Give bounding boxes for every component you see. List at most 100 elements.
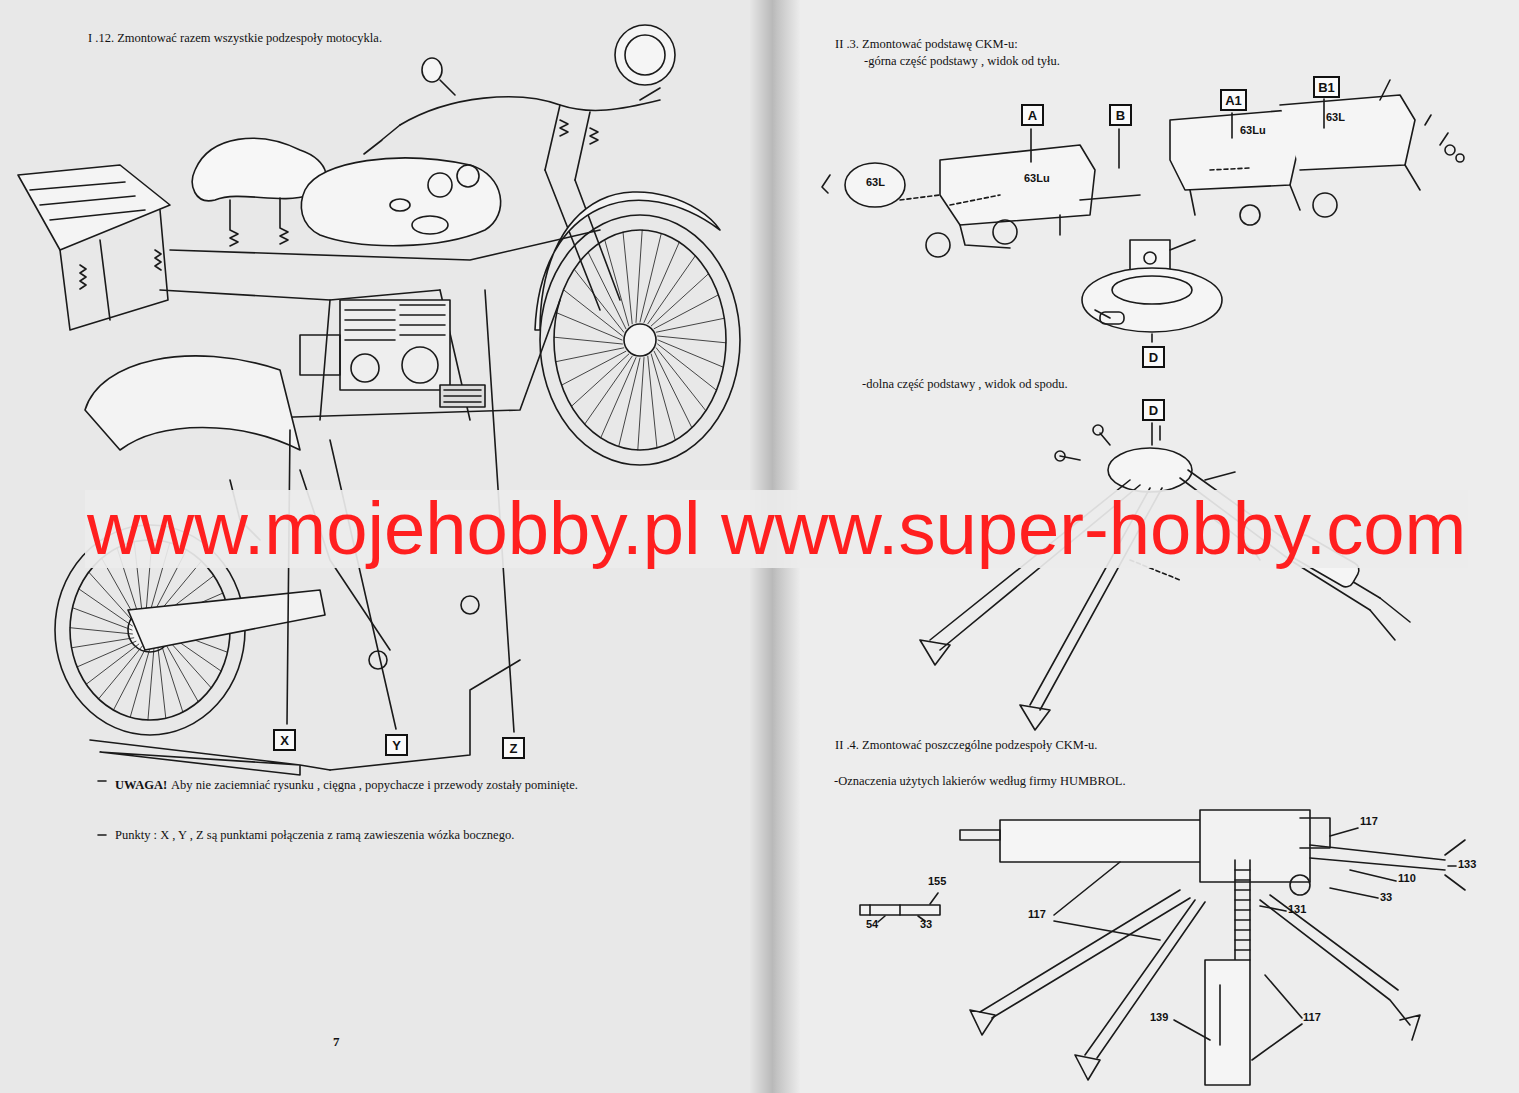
gun-mount-upper bbox=[1170, 240, 1195, 250]
machine-gun-drawing bbox=[980, 890, 1190, 1018]
reference-box: D bbox=[1142, 399, 1165, 421]
callout-number: 155 bbox=[928, 875, 946, 889]
wheel-spokes bbox=[654, 295, 718, 329]
part-number: 63L bbox=[1326, 111, 1345, 125]
motorcycle-drawing bbox=[624, 324, 656, 356]
wheel-spokes bbox=[556, 348, 624, 362]
motorcycle-drawing bbox=[18, 165, 170, 250]
callout-number: 110 bbox=[1398, 872, 1416, 886]
leader-line bbox=[1054, 862, 1160, 940]
wheel-spokes bbox=[623, 232, 632, 324]
box-letter: A bbox=[1028, 109, 1037, 122]
motorcycle-drawing bbox=[390, 199, 410, 211]
motorcycle-drawing bbox=[18, 25, 740, 775]
leader-line bbox=[878, 916, 885, 922]
wheel-spokes bbox=[148, 648, 154, 720]
motorcycle-drawing bbox=[400, 97, 660, 125]
bullet-dash bbox=[98, 781, 106, 835]
callout-number: 117 bbox=[1360, 815, 1378, 829]
wheel-spokes bbox=[574, 269, 624, 332]
gun-mount-upper bbox=[1100, 312, 1124, 324]
motorcycle-drawing bbox=[30, 182, 145, 220]
wheel-spokes bbox=[164, 641, 198, 702]
part-number: 63Lu bbox=[1024, 172, 1050, 186]
leader-line bbox=[287, 430, 290, 724]
leader-line bbox=[1174, 1020, 1210, 1040]
motorcycle-drawing bbox=[128, 590, 325, 650]
wheel-spokes bbox=[658, 336, 726, 343]
wheel-spokes bbox=[158, 646, 166, 718]
machine-gun-drawing bbox=[1300, 818, 1330, 848]
motorcycle-drawing bbox=[535, 192, 720, 330]
note-text: Punkty : X , Y , Z są punktami połączeni… bbox=[115, 828, 514, 844]
box-letter: Y bbox=[392, 739, 401, 752]
machine-gun-drawing bbox=[1290, 875, 1310, 895]
motorcycle-drawing bbox=[364, 125, 400, 154]
wheel-spokes bbox=[636, 230, 642, 322]
tripod-drawing bbox=[1108, 448, 1192, 492]
gun-mount-upper bbox=[1380, 80, 1448, 145]
gun-mount-upper bbox=[1170, 110, 1300, 190]
gun-mount-upper bbox=[1082, 268, 1222, 332]
wheel-spokes bbox=[588, 252, 626, 329]
gun-mount-upper bbox=[1112, 276, 1192, 304]
engine-drawing bbox=[300, 335, 340, 375]
reference-box: B1 bbox=[1313, 76, 1340, 98]
leader-line bbox=[1031, 99, 1324, 445]
motorcycle-drawing bbox=[412, 216, 448, 234]
reference-box: X bbox=[273, 729, 296, 751]
leader-line bbox=[930, 893, 938, 904]
leader-line bbox=[330, 440, 396, 729]
leader-line bbox=[1330, 828, 1358, 836]
engine-drawing bbox=[351, 354, 379, 382]
callout-number: 117 bbox=[1303, 1011, 1321, 1025]
reference-box: Y bbox=[385, 734, 408, 756]
wheel-spokes bbox=[86, 644, 139, 684]
gun-mount-upper bbox=[1456, 154, 1464, 162]
machine-gun-drawing bbox=[960, 830, 1000, 840]
watermark: www.mojehobby.pl www.super-hobby.com bbox=[85, 490, 1468, 568]
part-number: 63L bbox=[866, 176, 885, 190]
gun-mount-upper bbox=[1144, 252, 1156, 264]
gun-mount-upper bbox=[900, 195, 940, 200]
box-letter: A1 bbox=[1225, 94, 1242, 107]
motorcycle-drawing bbox=[625, 35, 665, 75]
machine-gun-drawing bbox=[860, 810, 1465, 1085]
box-letter: B bbox=[1116, 109, 1125, 122]
gun-mount-upper bbox=[822, 80, 1464, 332]
machine-gun-drawing bbox=[1085, 900, 1205, 1058]
gun-mount-upper bbox=[940, 145, 1095, 225]
callout-number: 33 bbox=[920, 918, 932, 932]
tripod-drawing bbox=[920, 425, 1410, 730]
wheel-spokes bbox=[648, 356, 657, 448]
motorcycle-drawing bbox=[440, 80, 455, 95]
wheel-spokes bbox=[72, 638, 134, 648]
wheel-spokes bbox=[654, 351, 692, 428]
wheel-spokes bbox=[99, 646, 143, 699]
callout-number: 139 bbox=[1150, 1011, 1168, 1025]
gun-mount-upper bbox=[1080, 195, 1140, 200]
motorcycle-drawing bbox=[428, 173, 452, 197]
gun-mount-upper bbox=[1210, 168, 1250, 170]
reference-box: Z bbox=[502, 737, 525, 759]
machine-gun-drawing bbox=[1235, 870, 1250, 950]
wheel-spokes bbox=[658, 344, 717, 390]
machine-gun-drawing bbox=[1219, 985, 1221, 1045]
motorcycle-drawing bbox=[615, 25, 675, 85]
motorcycle-drawing bbox=[457, 165, 479, 187]
leader-line bbox=[1448, 865, 1456, 867]
wheel-spokes bbox=[563, 290, 622, 336]
motorcycle-drawing bbox=[301, 158, 500, 246]
gun-mount-upper bbox=[822, 175, 830, 193]
reference-box: A bbox=[1021, 104, 1044, 126]
wheel-spokes bbox=[656, 348, 706, 411]
heading: I .12. Zmontować razem wszystkie podzesp… bbox=[88, 31, 382, 47]
wheel-spokes bbox=[70, 628, 132, 634]
bullet-dash bbox=[98, 781, 106, 835]
box-letter: D bbox=[1149, 404, 1158, 417]
note-block: UWAGA! Aby nie zaciemniać rysunku , cięg… bbox=[115, 774, 615, 795]
machine-gun-drawing bbox=[860, 905, 940, 915]
motorcycle-drawing bbox=[230, 198, 288, 246]
callout-number: 54 bbox=[866, 918, 878, 932]
leader-line bbox=[1252, 975, 1302, 1060]
